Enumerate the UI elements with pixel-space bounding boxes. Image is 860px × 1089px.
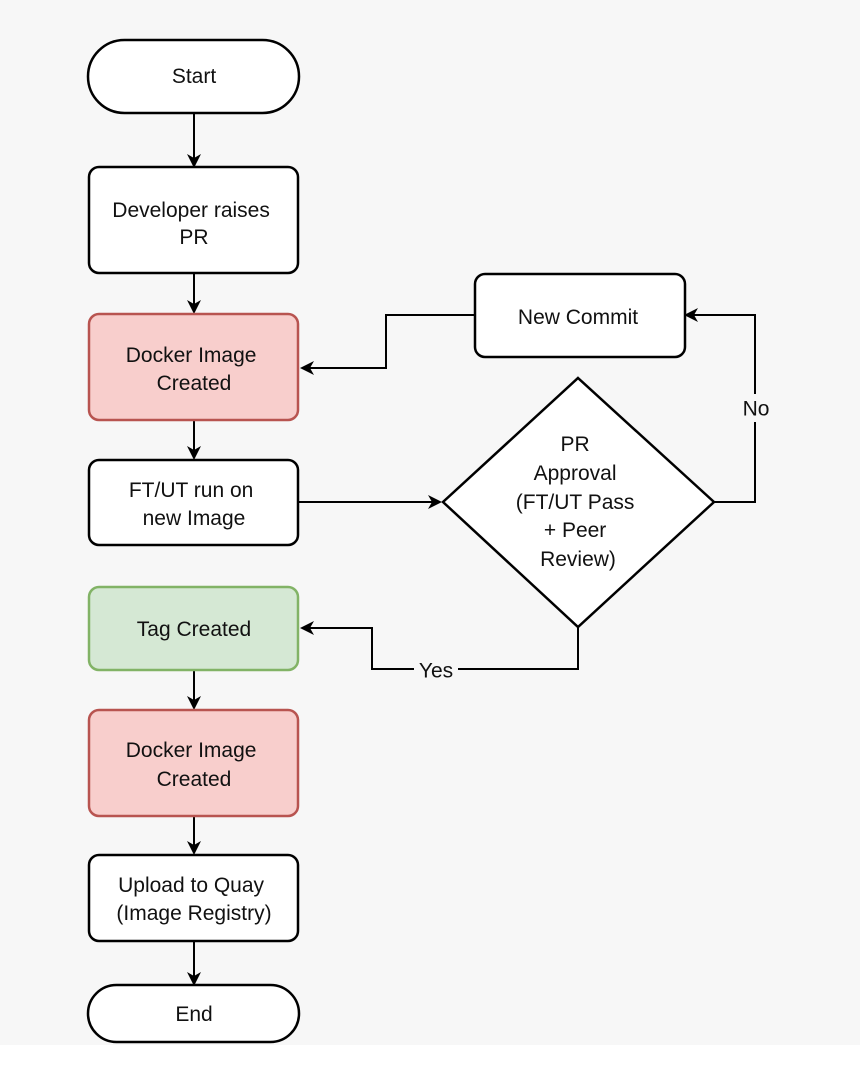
- docker-image-1-line-2: Created: [157, 372, 232, 395]
- tag-created-label: Tag Created: [137, 618, 251, 641]
- connectors: [187, 113, 756, 986]
- edge-new-commit-to-docker1: [300, 314, 474, 375]
- node-new-commit: New Commit: [473, 272, 687, 359]
- node-pr-approval: PR Approval (FT/UT Pass + Peer Review): [441, 376, 716, 629]
- edge-approval-yes-to-tag: [300, 621, 579, 670]
- node-docker-image-1: Docker Image Created: [87, 312, 300, 422]
- docker-image-1-line-1: Docker Image: [126, 344, 257, 367]
- node-docker-image-2: Docker Image Created: [87, 708, 300, 818]
- docker-image-2-line-2: Created: [157, 768, 232, 791]
- pr-approval-line-4: + Peer: [544, 519, 606, 542]
- pr-approval-line-5: Review): [540, 548, 616, 571]
- end-label: End: [175, 1003, 212, 1026]
- new-commit-line-1: New Commit: [518, 306, 638, 329]
- node-start: Start: [86, 38, 301, 115]
- ftut-run-line-1: FT/UT run on: [129, 479, 253, 502]
- pr-approval-line-3: (FT/UT Pass: [516, 491, 635, 514]
- pr-approval-label: PR Approval (FT/UT Pass + Peer Review): [516, 433, 640, 571]
- ftut-run-line-2: new Image: [143, 507, 246, 530]
- upload-quay-line-2: (Image Registry): [116, 902, 271, 925]
- edge-label-no: No: [738, 394, 774, 422]
- edge-label-yes: Yes: [414, 659, 458, 683]
- pr-approval-line-2: Approval: [534, 462, 617, 485]
- start-label: Start: [172, 65, 217, 88]
- no-label: No: [743, 398, 770, 421]
- raise-pr-line-1: Developer raises: [112, 199, 270, 222]
- node-raise-pr: Developer raises PR: [87, 165, 300, 275]
- node-end: End: [86, 983, 301, 1044]
- raise-pr-line-2: PR: [179, 226, 208, 249]
- raise-pr-label: Developer raises PR: [112, 199, 275, 249]
- end-line-1: End: [175, 1003, 212, 1026]
- tag-created-line-1: Tag Created: [137, 618, 251, 641]
- ftut-run-label: FT/UT run on new Image: [129, 479, 259, 530]
- yes-label: Yes: [419, 660, 453, 683]
- docker-image-1-label: Docker Image Created: [126, 344, 263, 395]
- docker-image-2-label: Docker Image Created: [126, 739, 263, 791]
- start-line-1: Start: [172, 65, 217, 88]
- docker-image-2-line-1: Docker Image: [126, 739, 257, 762]
- upload-quay-label: Upload to Quay (Image Registry): [116, 874, 271, 925]
- pr-approval-line-1: PR: [560, 433, 589, 456]
- upload-quay-line-1: Upload to Quay: [118, 874, 264, 897]
- node-ftut-run: FT/UT run on new Image: [87, 458, 300, 547]
- node-upload-quay: Upload to Quay (Image Registry): [87, 853, 300, 943]
- node-tag-created: Tag Created: [87, 585, 300, 672]
- new-commit-label: New Commit: [518, 306, 638, 329]
